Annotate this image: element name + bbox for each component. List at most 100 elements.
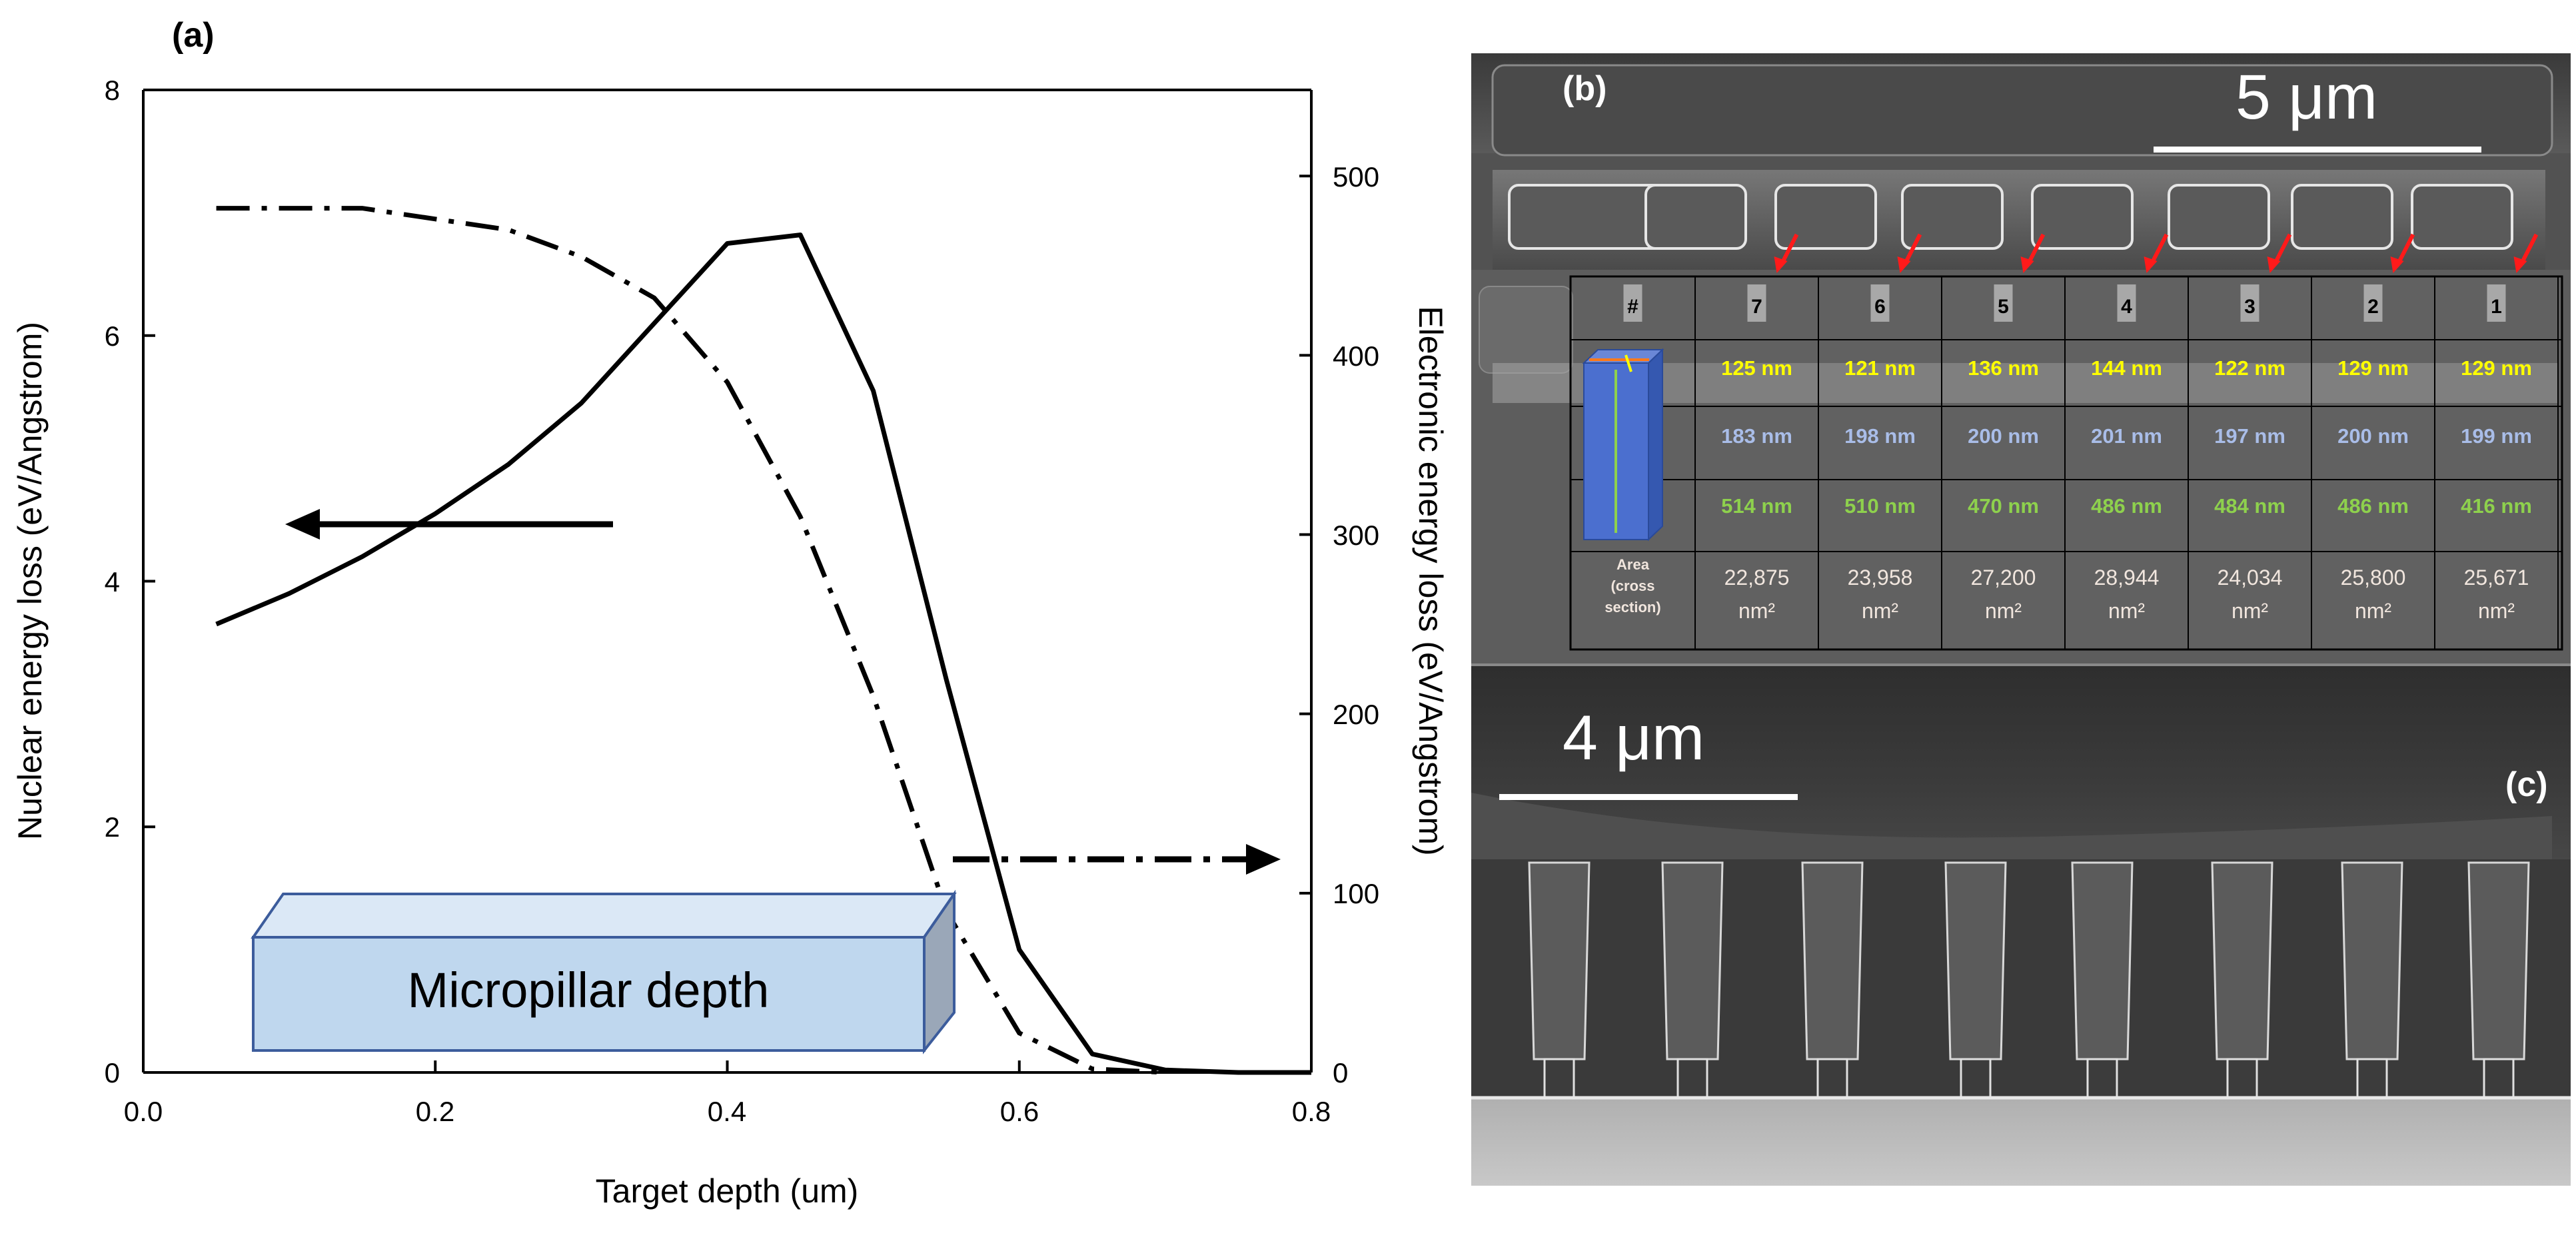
depth-cell: 514 nm [1721,494,1792,518]
height-cell: 183 nm [1721,424,1792,448]
panel-label-b: (b) [1563,69,1607,108]
area-unit: nm² [2232,599,2268,623]
sem-pillar-row [1508,184,2513,250]
left-axis-arrow [285,509,613,540]
y2-tick-label: 400 [1333,340,1379,372]
area-cell: 28,944 [2094,566,2160,590]
scale-bar-c [1499,794,1798,800]
sem-pillar-cross-section [1661,861,1724,1060]
width-cell: 129 nm [2461,356,2532,380]
micropillar-depth-box: Micropillar depth [251,889,957,1054]
area-cell: 25,800 [2341,566,2406,590]
series-points [216,208,1312,1073]
table-header-cell: 7 [1751,296,1762,318]
y2-axis-title: Electronic energy loss (eV/Angstrom) [1412,306,1449,855]
pillar-marker-arrow [1903,233,1922,264]
energy-loss-chart: (a) 0.0 0.2 0.4 0.6 0.8 0 2 4 6 8 0 100 … [11,16,1449,1210]
scale-bar-label-c: 4 μm [1563,703,1704,773]
area-unit: nm² [1862,599,1898,623]
area-unit: nm² [1738,599,1775,623]
sem-pillar-cross-section [2071,861,2134,1060]
y-tick-label: 4 [105,566,120,598]
table-header-cell: 1 [2491,296,2502,318]
axis-ticks [142,89,1313,1074]
sem-cross-section-pillars [1528,861,2530,1099]
height-cell: 200 nm [1968,424,2039,448]
depth-cell: 484 nm [2214,494,2285,518]
sem-pillar-top [2291,184,2393,250]
area-unit: nm² [2355,599,2391,623]
sem-pillar-cross-section [1528,861,1591,1060]
y-tick-label: 0 [105,1057,120,1088]
series-line-nuclear [215,232,1311,1075]
height-cell: 201 nm [2091,424,2162,448]
depth-cell: 416 nm [2461,494,2532,518]
y-tick-label: 8 [105,75,120,106]
y2-tick-label: 0 [1333,1057,1348,1088]
panel-label-c: (c) [2505,765,2548,804]
x-tick-label: 0.2 [416,1096,454,1127]
table-header-cell: 4 [2121,296,2132,318]
y2-tick-label: 300 [1333,520,1379,551]
depth-cell: 486 nm [2091,494,2162,518]
x-tick-label: 0.4 [708,1096,746,1127]
sem-pillar-cross-section [2467,861,2530,1060]
area-label: section) [1605,599,1660,616]
x-tick-label: 0.8 [1292,1096,1331,1127]
sem-substrate [1471,1099,2571,1186]
sem-pillar-top [1901,184,2004,250]
pillar-marker-arrow [2273,233,2292,264]
y2-tick-label: 100 [1333,878,1379,909]
area-cell: 24,034 [2218,566,2283,590]
table-header-cell: 3 [2244,296,2255,318]
sem-top-cap [1491,64,2553,157]
micropillar-depth-label: Micropillar depth [408,963,770,1018]
sem-pillar-top [2031,184,2134,250]
height-cell: 200 nm [2337,424,2409,448]
panel-label-a: (a) [172,16,215,55]
width-cell: 144 nm [2091,356,2162,380]
pillar-marker-arrow [2150,233,2169,264]
x-tick-label: 0.6 [1000,1096,1039,1127]
sem-trench-region [1471,859,2571,1099]
sem-pillar-top [2168,184,2270,250]
height-cell: 199 nm [2461,424,2532,448]
depth-cell: 470 nm [1968,494,2039,518]
x-tick-label: 0.0 [124,1096,163,1127]
height-cell: 197 nm [2214,424,2285,448]
y2-tick-label: 200 [1333,699,1379,730]
x-axis-title: Target depth (um) [596,1172,859,1210]
width-cell: 125 nm [1721,356,1792,380]
table-header-cell: 2 [2367,296,2379,318]
sem-pillar-top [2411,184,2513,250]
series-line-electronic [216,206,1166,1075]
area-cell: 27,200 [1971,566,2036,590]
height-cell: 198 nm [1844,424,1916,448]
y-tick-label: 6 [105,320,120,352]
area-cell: 23,958 [1848,566,1913,590]
area-cell: 22,875 [1724,566,1790,590]
sem-pillar-top [1644,184,1747,250]
sem-pillar-cross-section [1801,861,1864,1060]
sem-pillar-cross-section [1944,861,2007,1060]
width-cell: 129 nm [2337,356,2409,380]
area-cell: 25,671 [2464,566,2529,590]
sem-pillar-cross-section [2211,861,2273,1060]
pillar-marker-arrow [1780,233,1799,264]
right-axis-arrow [953,844,1281,875]
table-header-cell: # [1627,296,1638,318]
pillar-marker-arrow [2519,233,2539,264]
pillar-marker-arrow [2026,233,2046,264]
area-unit: nm² [2108,599,2145,623]
y-tick-label: 2 [105,811,120,843]
area-unit: nm² [2478,599,2515,623]
pillar-marker-arrow [2396,233,2415,264]
width-cell: 121 nm [1844,356,1916,380]
width-cell: 122 nm [2214,356,2285,380]
sem-pillar-top [1774,184,1877,250]
sem-pillar-cross-section [2341,861,2403,1060]
area-label: (cross [1610,578,1654,594]
